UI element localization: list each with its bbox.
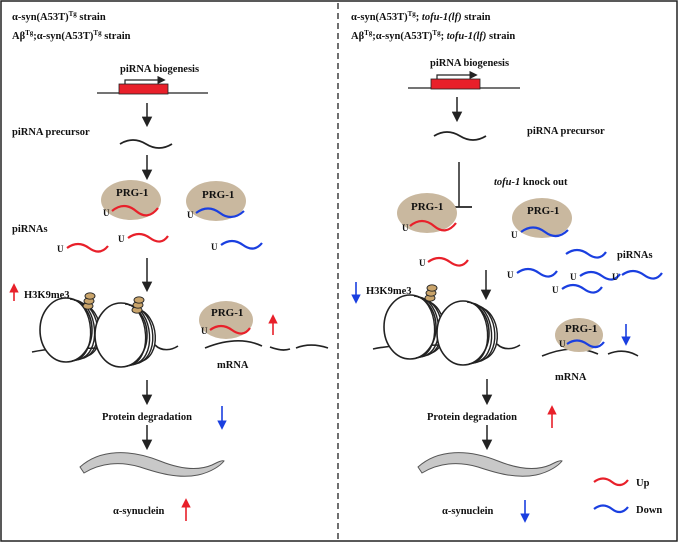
left-protein-degradation-label: Protein degradation — [102, 412, 192, 423]
left-precursor-wave — [119, 139, 173, 149]
left-mrna-seg-3 — [295, 344, 329, 349]
right-u-label-f: U — [552, 285, 559, 295]
right-transcription-arrow — [436, 70, 478, 80]
left-mrna-seg-1 — [204, 340, 263, 349]
right-dna-tail — [496, 343, 521, 350]
left-nucleosome-2 — [94, 302, 157, 368]
right-knockout-label: tofu-1 knock out — [494, 177, 568, 188]
left-u-label-e: U — [211, 242, 218, 252]
right-u-label-b: U — [511, 230, 518, 240]
left-u-label-c: U — [57, 244, 64, 254]
right-pirna-blue-bound — [520, 226, 569, 238]
left-transcription-arrow — [124, 75, 166, 85]
right-prg1-label-a: PRG-1 — [411, 201, 443, 213]
right-free-pirna-blue-5 — [621, 269, 663, 280]
right-pirna-on-mrna — [566, 339, 605, 349]
right-protein-degradation-label: Protein degradation — [427, 412, 517, 423]
right-panel: α-syn(A53T)Tg; tofu-1(lf) strain AβTg;α-… — [351, 10, 663, 523]
right-biogenesis-label: piRNA biogenesis — [430, 58, 509, 69]
left-methyl-mark-2 — [131, 296, 145, 314]
right-precursor-label: piRNA precursor — [527, 126, 605, 137]
right-free-pirna-blue-3 — [579, 270, 621, 281]
left-promoter-box — [118, 83, 169, 95]
right-pirna-red-bound — [409, 219, 457, 232]
right-mrna-label: mRNA — [555, 372, 587, 383]
right-u-label-d: U — [507, 270, 514, 280]
left-free-pirna-blue — [220, 239, 263, 250]
right-header-line1: α-syn(A53T)Tg; tofu-1(lf) strain — [351, 10, 491, 23]
legend-up-label: Up — [636, 478, 650, 489]
left-prg1-complex-red — [101, 180, 161, 220]
right-prg1-complex-red — [397, 193, 457, 233]
legend-down-swatch — [593, 504, 629, 514]
left-pirnas-label: piRNAs — [12, 224, 48, 235]
left-pirna-red-bound — [111, 204, 159, 217]
right-worm — [417, 452, 563, 477]
left-alpha-synuclein-label: α-synuclein — [113, 506, 165, 517]
right-nucleosome-1 — [383, 294, 446, 360]
left-u-label-a: U — [103, 208, 110, 218]
left-panel: α-syn(A53T)Tg strain AβTg;α-syn(A53T)Tg … — [9, 10, 329, 521]
right-h3k9me3-label: H3K9me3 — [366, 286, 412, 297]
left-biogenesis-label: piRNA biogenesis — [120, 64, 199, 75]
right-nucleosome-2 — [436, 300, 499, 366]
right-precursor-wave — [433, 131, 487, 141]
left-pirna-blue-bound — [195, 207, 245, 219]
left-header-line1: α-syn(A53T)Tg strain — [12, 10, 106, 23]
left-u-label-d: U — [118, 234, 125, 244]
right-prg1-mrna-label: PRG-1 — [565, 323, 597, 335]
right-free-pirna-red — [427, 256, 469, 267]
left-mrna-seg-2 — [269, 346, 291, 351]
right-methyl-mark — [424, 284, 438, 302]
left-dna-tail — [154, 344, 179, 351]
right-u-label-e: U — [570, 272, 577, 282]
legend-down-label: Down — [636, 505, 662, 516]
right-header-line2: AβTg;α-syn(A53T)Tg; tofu-1(lf) strain — [351, 29, 515, 42]
legend: Up Down — [593, 477, 662, 516]
left-mrna-label: mRNA — [217, 360, 249, 371]
right-prg1-label-b: PRG-1 — [527, 205, 559, 217]
right-u-label-h: U — [559, 339, 566, 349]
right-u-label-g: U — [612, 272, 619, 282]
left-pirna-on-mrna — [209, 324, 251, 335]
right-u-label-c: U — [419, 258, 426, 268]
right-u-label-a: U — [402, 223, 409, 233]
left-free-pirna-red-1 — [66, 242, 109, 253]
left-prg1-label-a: PRG-1 — [116, 187, 148, 199]
right-free-pirna-blue-2 — [516, 267, 558, 278]
right-free-pirna-blue-1 — [565, 248, 607, 259]
right-pirnas-label: piRNAs — [617, 250, 653, 261]
right-promoter-box — [430, 78, 481, 90]
left-h3k9me3-label: H3K9me3 — [24, 290, 70, 301]
left-u-label-f: U — [201, 326, 208, 336]
left-u-label-b: U — [187, 210, 194, 220]
left-worm — [79, 452, 225, 477]
left-prg1-mrna-label: PRG-1 — [211, 307, 243, 319]
left-free-pirna-red-2 — [127, 232, 169, 243]
right-free-pirna-blue-4 — [561, 283, 603, 294]
legend-up-swatch — [593, 477, 629, 487]
left-precursor-label: piRNA precursor — [12, 127, 90, 138]
right-alpha-synuclein-label: α-synuclein — [442, 506, 494, 517]
left-methyl-mark-1 — [82, 292, 96, 310]
left-prg1-label-b: PRG-1 — [202, 189, 234, 201]
left-header-line2: AβTg;α-syn(A53T)Tg strain — [12, 29, 131, 42]
right-mrna-seg-2 — [607, 350, 639, 357]
